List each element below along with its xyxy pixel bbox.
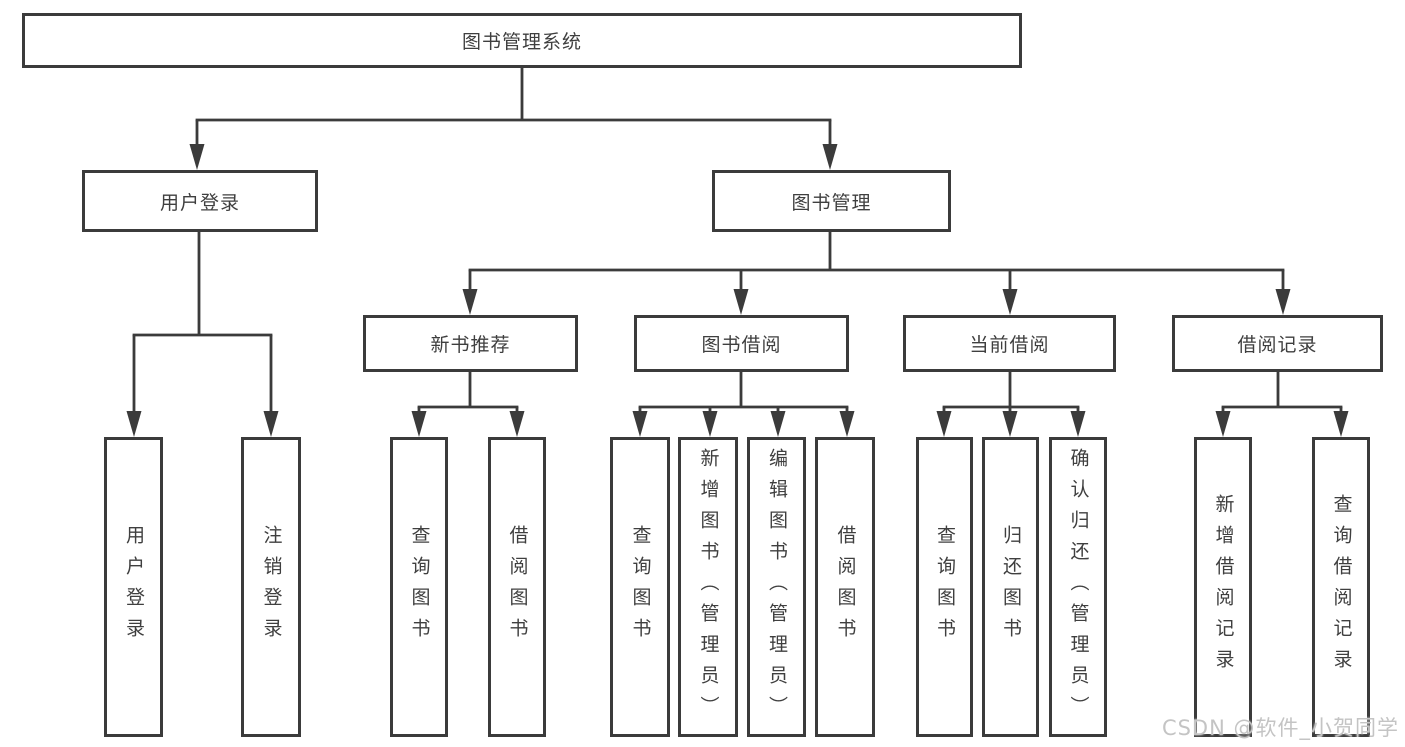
node-user-login: 用户登录	[82, 170, 318, 232]
leaf-label: 查询图书	[934, 525, 956, 649]
leaf-user-login: 用户登录	[104, 437, 163, 737]
node-label: 图书管理系统	[461, 31, 582, 53]
leaf-label: 查询借阅记录	[1330, 494, 1353, 680]
leaf-label: 借阅图书	[506, 525, 529, 649]
leaf-label: 归还图书	[1000, 525, 1022, 649]
leaf-query-books-borrowing: 查询图书	[610, 437, 670, 737]
leaf-query-books-recommend: 查询图书	[390, 437, 448, 737]
node-label: 新书推荐	[430, 334, 511, 356]
leaf-label: 注销登录	[260, 525, 283, 649]
node-book-borrowing: 图书借阅	[634, 315, 849, 372]
node-new-book-recommendation: 新书推荐	[363, 315, 578, 372]
node-borrowing-records: 借阅记录	[1172, 315, 1383, 372]
leaf-borrow-books-recommend: 借阅图书	[488, 437, 546, 737]
node-label: 借阅记录	[1237, 334, 1318, 356]
csdn-watermark: CSDN @软件_小贺同学	[1161, 716, 1399, 740]
leaf-label: 新增图书（管理员）	[697, 447, 720, 727]
leaf-label: 查询图书	[629, 525, 652, 649]
node-label: 用户登录	[159, 191, 240, 214]
leaf-logout: 注销登录	[241, 437, 301, 737]
leaf-add-books-admin: 新增图书（管理员）	[678, 437, 738, 737]
leaf-return-books: 归还图书	[982, 437, 1039, 737]
node-root-library-system: 图书管理系统	[22, 13, 1022, 68]
leaf-query-books-current: 查询图书	[916, 437, 973, 737]
leaf-label: 用户登录	[123, 525, 145, 649]
leaf-confirm-return-admin: 确认归还（管理员）	[1049, 437, 1107, 737]
leaf-label: 确认归还（管理员）	[1067, 447, 1090, 727]
leaf-borrow-books: 借阅图书	[815, 437, 875, 737]
leaf-label: 查询图书	[408, 525, 431, 649]
leaf-add-borrow-record: 新增借阅记录	[1194, 437, 1252, 737]
node-label: 图书管理	[791, 191, 872, 214]
leaf-query-borrow-record: 查询借阅记录	[1312, 437, 1370, 737]
node-label: 当前借阅	[969, 334, 1050, 356]
node-book-management: 图书管理	[712, 170, 951, 232]
leaf-label: 编辑图书（管理员）	[766, 447, 788, 727]
leaf-label: 新增借阅记录	[1212, 494, 1235, 680]
leaf-edit-books-admin: 编辑图书（管理员）	[747, 437, 806, 737]
leaf-label: 借阅图书	[834, 525, 857, 649]
node-label: 图书借阅	[701, 334, 782, 356]
node-current-borrowing: 当前借阅	[903, 315, 1116, 372]
